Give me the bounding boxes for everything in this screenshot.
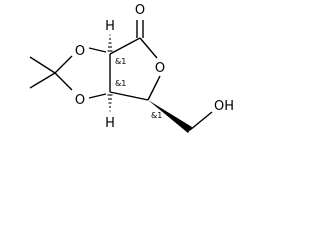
stereo-label-c4: &1 xyxy=(151,111,162,120)
bond-c1-o-ring xyxy=(139,37,158,59)
stereo-label-c2: &1 xyxy=(115,57,126,66)
bond-o-top-c2 xyxy=(88,47,107,53)
bond-c2-c1 xyxy=(109,37,141,55)
atom-labels: O O O O OH H H xyxy=(75,3,234,131)
hashed-bond-c2-h xyxy=(107,34,113,52)
hydroxyl-label: OH xyxy=(214,99,234,114)
bond-c3-c4 xyxy=(109,91,149,101)
bond-ch2-oh xyxy=(189,111,213,131)
wedge-bond-c4-ch2 xyxy=(148,100,192,133)
bond-o-bottom-c3 xyxy=(88,93,107,99)
dioxolane-oxygen-top-label: O xyxy=(75,44,85,59)
stereo-label-c3: &1 xyxy=(115,79,126,88)
dioxolane-oxygen-bottom-label: O xyxy=(75,93,85,108)
bond-acetal-o-top xyxy=(54,55,73,74)
lactone-ring-oxygen-label: O xyxy=(155,61,165,76)
bond-acetal-o-bottom xyxy=(54,72,73,91)
hydrogen-bottom-label: H xyxy=(105,116,115,131)
hydrogen-top-label: H xyxy=(105,19,115,34)
chemical-structure: O O O O OH H H &1 &1 &1 xyxy=(29,3,234,133)
stereo-labels: &1 &1 &1 xyxy=(115,57,162,120)
carbonyl-oxygen-label: O xyxy=(135,3,145,18)
bond-methyl-upper xyxy=(29,56,56,74)
bonds xyxy=(29,20,213,131)
bond-methyl-lower xyxy=(29,72,56,89)
hashed-bond-c3-h xyxy=(107,94,113,112)
bond-o-ring-c4 xyxy=(147,75,161,101)
